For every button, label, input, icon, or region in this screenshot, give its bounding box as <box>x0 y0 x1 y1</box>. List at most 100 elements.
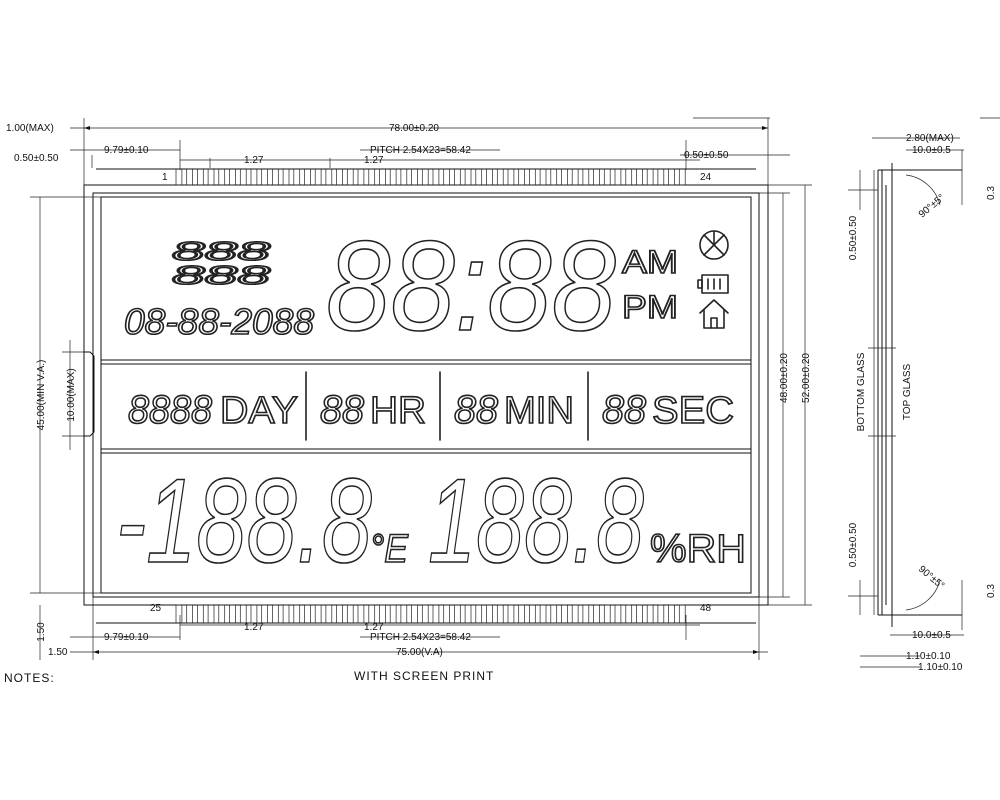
pin <box>207 604 215 624</box>
pin-row-top <box>175 168 686 186</box>
pin <box>346 604 354 624</box>
pin <box>293 604 301 624</box>
pin <box>197 604 204 624</box>
dim-side-margin-top: 0.50±0.50 <box>848 215 859 260</box>
pin <box>239 604 247 624</box>
pin <box>571 168 579 186</box>
pin <box>646 168 654 186</box>
pin <box>486 168 493 186</box>
dim-max-thickness: 1.00(MAX) <box>6 123 54 134</box>
pin <box>539 168 547 186</box>
pin <box>678 604 686 624</box>
pin <box>571 604 579 624</box>
pin <box>314 168 322 186</box>
pin <box>304 604 311 624</box>
pin <box>657 604 665 624</box>
pin <box>625 168 633 186</box>
dim-side-margin-bottom: 0.50±0.50 <box>848 522 859 567</box>
pin <box>186 168 193 186</box>
dim-notch-height: 10.00(MAX) <box>66 368 77 421</box>
dim-pin-width-c: 1.27 <box>244 622 264 633</box>
pin <box>175 604 183 624</box>
dim-left-margin: 0.50±0.50 <box>14 153 59 164</box>
pin <box>229 168 236 186</box>
pin-label-48: 48 <box>700 603 712 614</box>
pin <box>507 168 515 186</box>
pin <box>518 604 525 624</box>
pin <box>400 604 408 624</box>
dim-pin-offset-top: 9.79±0.10 <box>104 145 149 156</box>
dim-pin-length-top: 10.0±0.5 <box>912 145 951 156</box>
dim-pin-width-b: 1.27 <box>364 155 384 166</box>
lcd-sec-label: SEC <box>652 390 734 432</box>
pin <box>603 604 611 624</box>
pin <box>336 604 343 624</box>
lcd-row-clock: 888 888 08-88-2088 88:88 AM PM <box>123 214 729 359</box>
pin <box>496 168 504 186</box>
dimensions-bottom <box>70 597 768 660</box>
bottom-glass-label: BOTTOM GLASS <box>856 352 867 431</box>
pin <box>368 604 376 624</box>
lcd-min-label: MIN <box>504 390 574 432</box>
pin-label-1: 1 <box>162 172 168 183</box>
pin <box>379 168 386 186</box>
pin <box>625 604 633 624</box>
pin <box>207 168 215 186</box>
pin <box>464 604 472 624</box>
pin <box>464 168 472 186</box>
dim-overall-width: 78.00±0.20 <box>389 123 439 134</box>
dimensions-vertical <box>30 117 812 660</box>
dim-gap-bottom: 0.3 <box>986 584 997 598</box>
pin-label-24: 24 <box>700 172 712 183</box>
lcd-hr-label: HR <box>370 390 426 432</box>
dim-pin-offset-bottom: 9.79±0.10 <box>104 632 149 643</box>
dim-glass-a: 1.10±0.10 <box>906 651 951 662</box>
pin <box>293 168 301 186</box>
pin <box>550 604 558 624</box>
pin <box>678 168 686 186</box>
lcd-humidity: 188.8 <box>428 454 644 588</box>
lcd-min-digits: 88 <box>454 388 499 432</box>
pin <box>582 604 590 624</box>
pin <box>614 168 622 186</box>
dim-glass-b: 1.10±0.10 <box>918 662 963 673</box>
pin <box>529 168 536 186</box>
lcd-row-climate: -188.8 °E 188.8 %RH <box>115 453 747 589</box>
pin <box>496 604 504 624</box>
pin <box>668 604 675 624</box>
dim-pitch-top: PITCH 2.54X23=58.42 <box>370 145 471 156</box>
battery-icon <box>697 274 729 294</box>
dim-va-width: 75.00(V.A) <box>396 647 443 658</box>
pin <box>336 168 343 186</box>
pin <box>314 604 322 624</box>
pin <box>218 168 226 186</box>
pin <box>454 604 461 624</box>
pin <box>325 168 333 186</box>
dim-angle-top: 90°±5° <box>917 192 947 220</box>
pin <box>657 168 665 186</box>
pin <box>261 604 268 624</box>
dim-va-height: 45.00(MIN V.A.) <box>36 360 47 431</box>
pin <box>272 168 279 186</box>
pin <box>475 168 483 186</box>
pin <box>218 604 226 624</box>
lcd-time: 88:88 <box>326 215 616 358</box>
lcd-temperature: -188.8 <box>116 454 372 588</box>
pin <box>282 604 290 624</box>
dim-pin-width-a: 1.27 <box>244 155 264 166</box>
notes-label: NOTES: <box>4 671 55 685</box>
dim-angle-bottom: 90°±5° <box>916 564 946 592</box>
pin <box>518 168 525 186</box>
lcd-date: 08-88-2088 <box>124 301 314 342</box>
pin <box>646 604 654 624</box>
pin <box>197 168 204 186</box>
dim-pin-width-d: 1.27 <box>364 622 384 633</box>
pin <box>368 168 376 186</box>
pin <box>239 168 247 186</box>
pin <box>561 168 568 186</box>
pin <box>421 168 429 186</box>
pin <box>229 604 236 624</box>
pin <box>593 168 600 186</box>
lcd-sec-digits: 88 <box>602 388 647 432</box>
